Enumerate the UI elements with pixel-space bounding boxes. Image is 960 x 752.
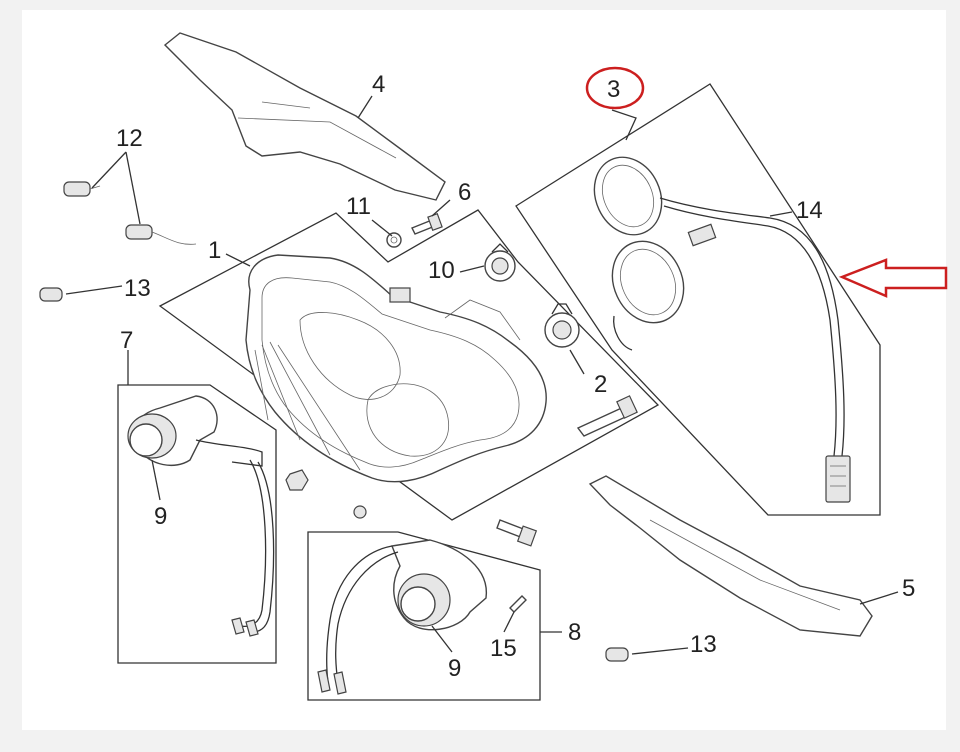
callout-7: 7 (120, 327, 133, 354)
callout-4: 4 (372, 71, 385, 98)
callout-1: 1 (208, 237, 221, 264)
housing-mount-tab (389, 287, 411, 303)
part-13-bulb-left (39, 287, 63, 302)
part-15-screw (509, 595, 527, 613)
group-frame-7 (117, 384, 277, 664)
callout-15: 15 (490, 635, 517, 662)
nut-small (353, 505, 367, 519)
nut (285, 469, 309, 491)
callout-10: 10 (428, 257, 455, 284)
group-frame-1 (158, 209, 660, 521)
harness-connector (825, 455, 851, 503)
callout-11: 11 (346, 193, 371, 220)
callout-6: 6 (458, 179, 471, 206)
group-frame-3 (515, 83, 881, 516)
callout-13-left: 13 (124, 275, 151, 302)
callout-5: 5 (902, 575, 915, 602)
callout-9-left: 9 (154, 503, 167, 530)
part-10-bulb-socket (484, 243, 516, 282)
group-frame-8 (307, 531, 541, 701)
callout-14: 14 (796, 197, 823, 224)
part-13-bulb-right (605, 647, 629, 662)
highlight-arrow (838, 258, 948, 298)
part-9-turn-signal-right (317, 505, 487, 695)
part-12-bulbs (63, 181, 197, 245)
callout-9-right: 9 (448, 655, 461, 682)
callout-8: 8 (568, 619, 581, 646)
part-3-wiring-harness (593, 156, 851, 503)
callout-13-right: 13 (690, 631, 717, 658)
part-5-lower-cover (588, 475, 873, 637)
highlight-circle (585, 66, 645, 110)
callout-2: 2 (594, 371, 607, 398)
part-4-upper-cover (163, 32, 446, 201)
part-11-washer (386, 232, 402, 248)
part-1-headlight-housing (245, 254, 547, 483)
adjusting-bolt (576, 395, 638, 437)
callout-3: 3 (607, 76, 620, 103)
mount-bolt (496, 519, 538, 547)
callout-12: 12 (116, 125, 143, 152)
leader-lines (65, 95, 899, 655)
part-9-turn-signal-left (127, 395, 275, 637)
part-2-bulb-socket (544, 303, 580, 348)
